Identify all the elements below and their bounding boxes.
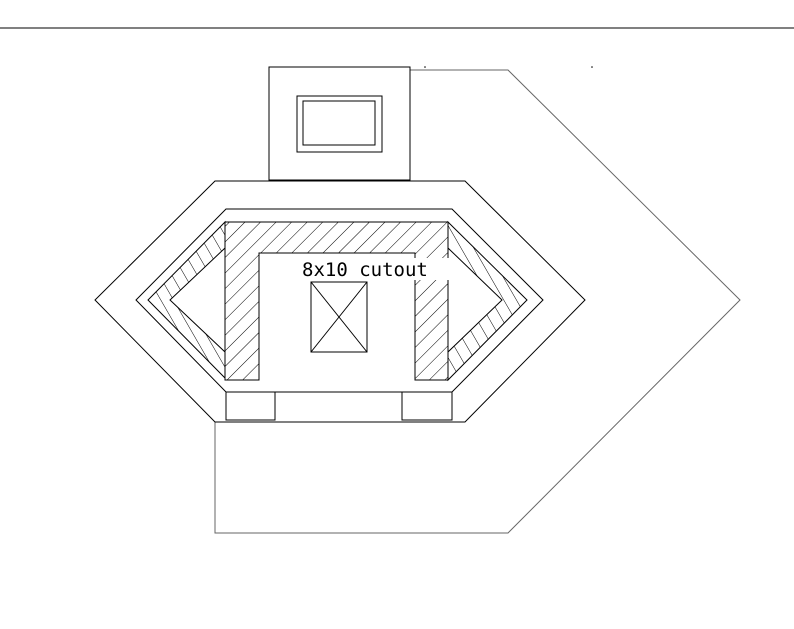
bottom-right-notch: [401, 391, 453, 421]
cutout-label: 8x10 cutout: [302, 259, 428, 281]
outer-outline: [214, 69, 741, 534]
right-hatched-wedge: [447, 220, 528, 382]
outer-hexagon: [94, 180, 586, 423]
top-frame-outer: [268, 66, 411, 181]
left-hatched-wedge: [147, 220, 226, 380]
cutout-box: [310, 281, 368, 353]
cutout-label-bg: [300, 258, 450, 280]
cutout-cross-b: [310, 281, 368, 353]
top-frame-mid: [296, 95, 383, 153]
dot-marker: [591, 66, 593, 68]
bottom-left-notch: [225, 391, 276, 421]
top-frame-inner: [302, 100, 376, 146]
dot-marker: [424, 66, 426, 68]
hatched-wall: [224, 221, 449, 381]
